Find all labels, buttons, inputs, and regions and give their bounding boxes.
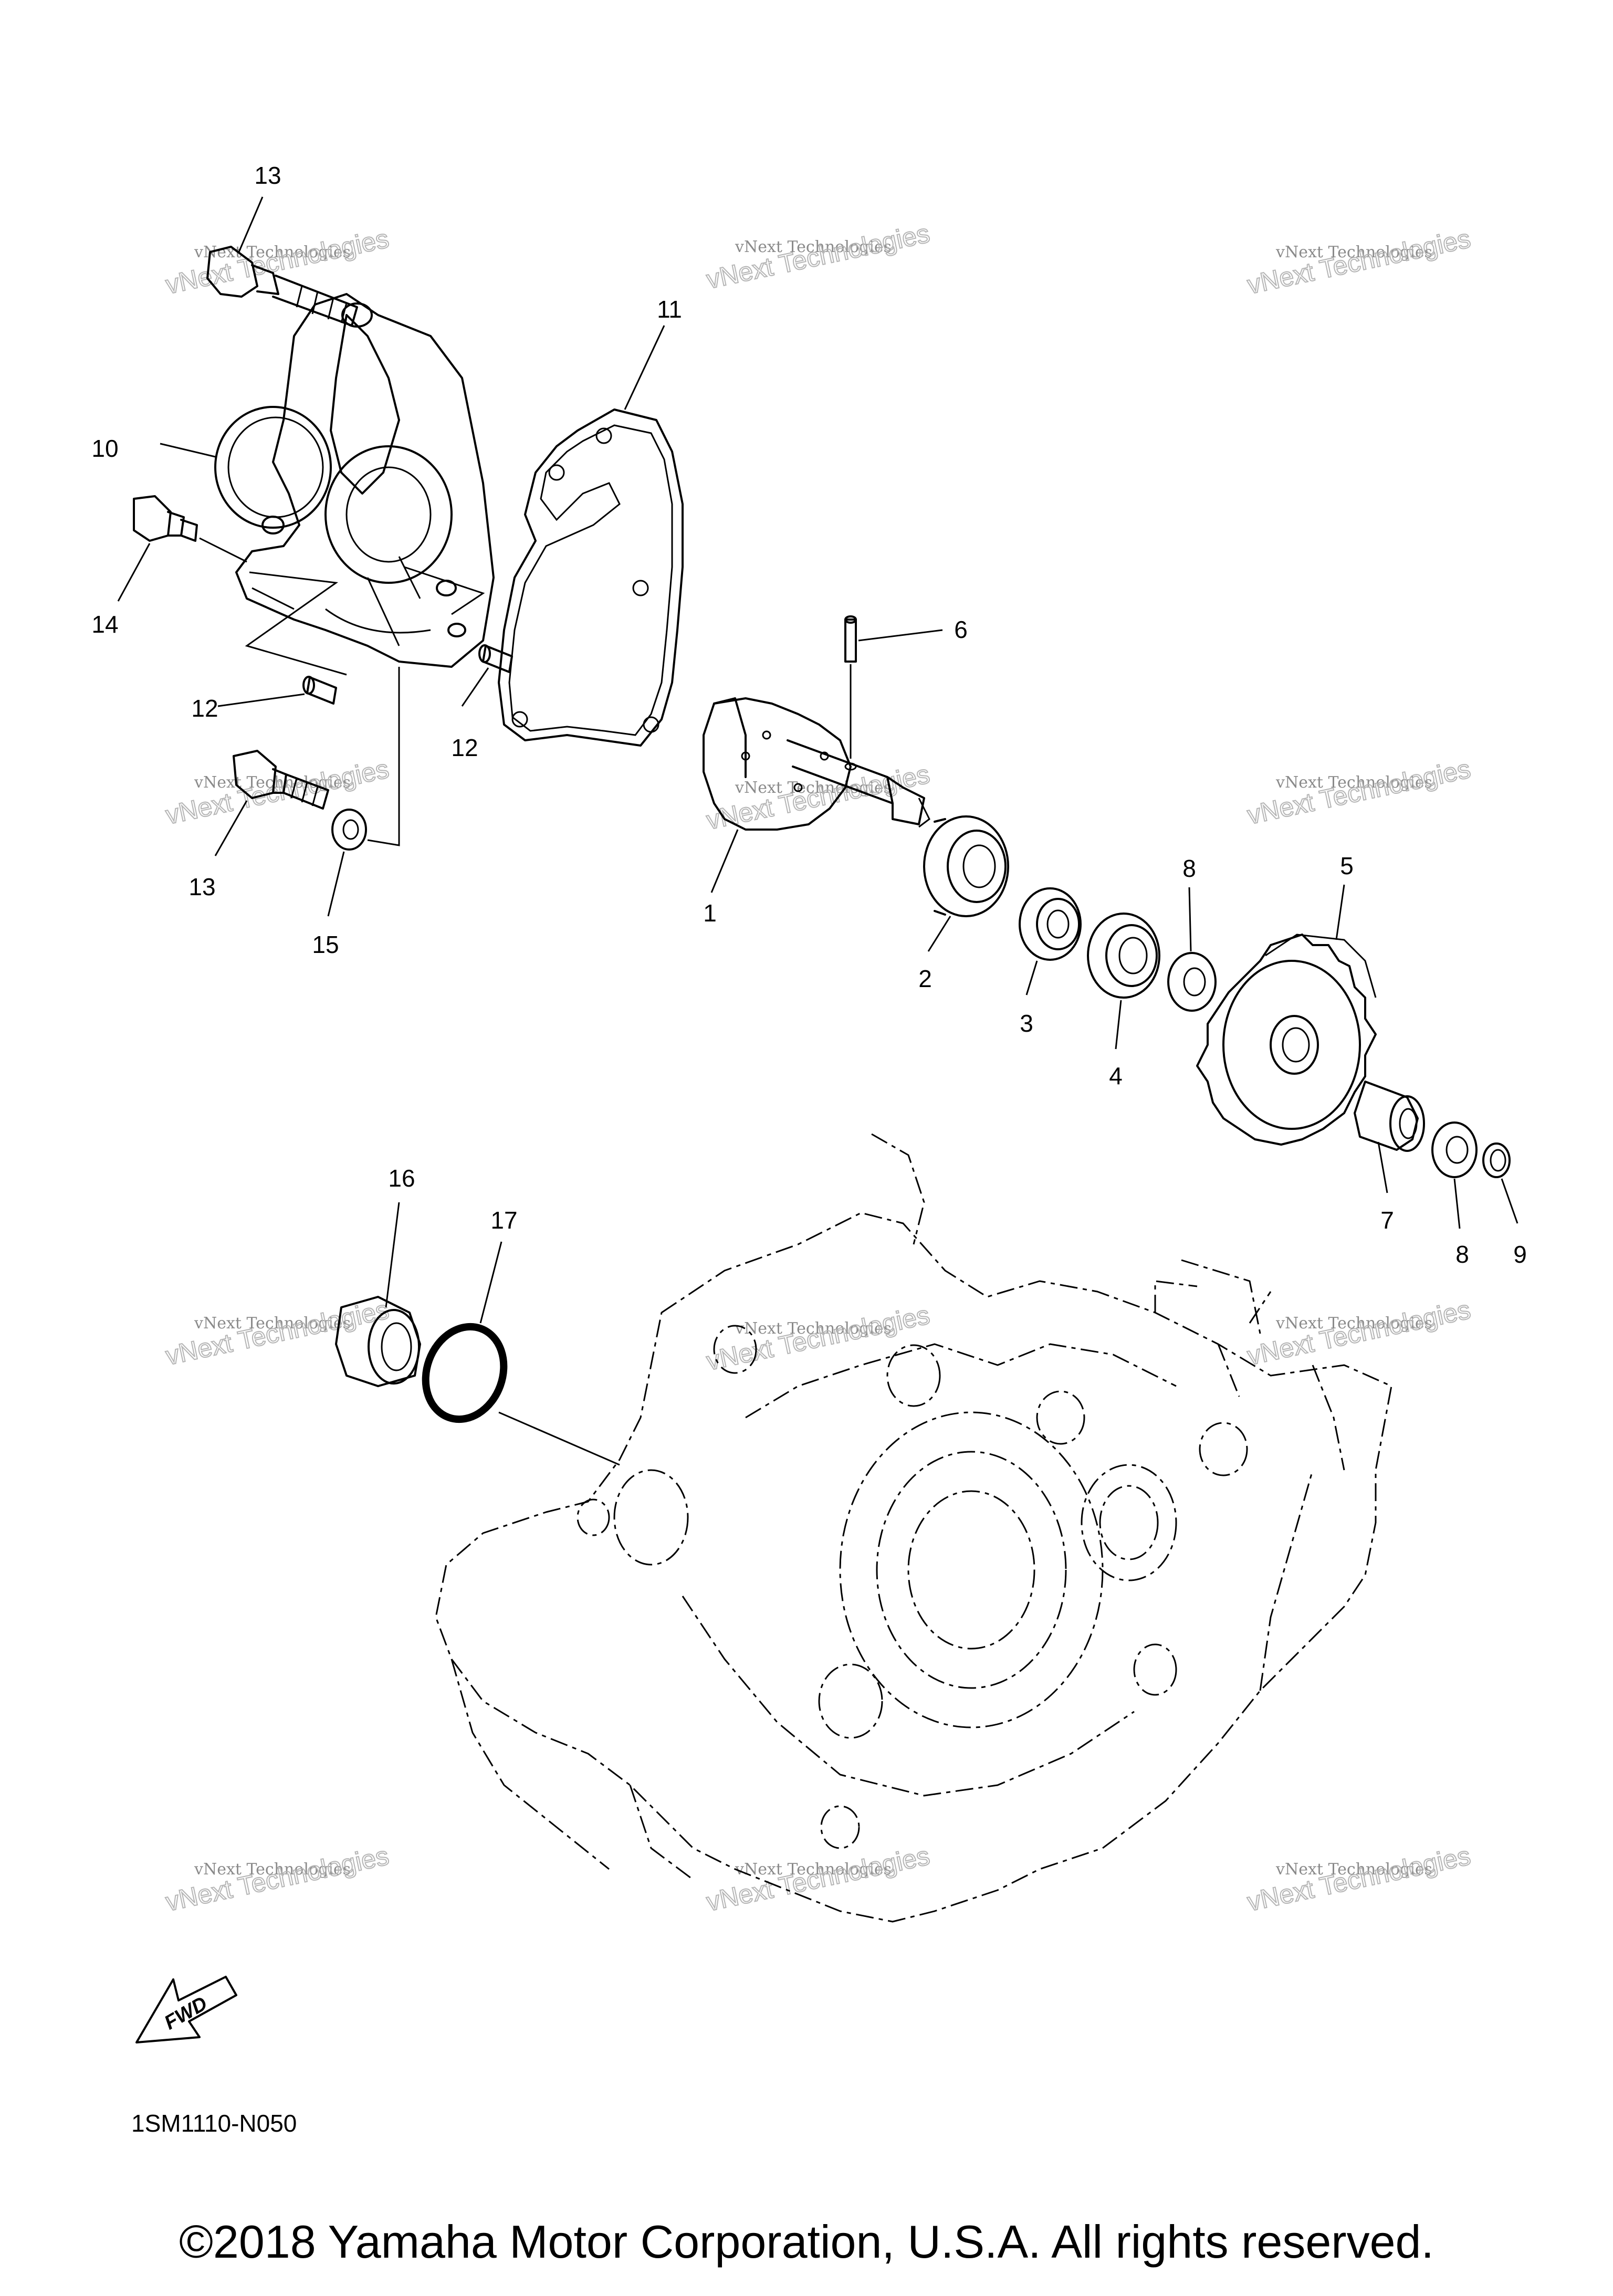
callout-16: 16 <box>388 1165 415 1192</box>
watermark: vNext Technologies vNext Technologies <box>1244 1294 1474 1371</box>
callout-8-upper: 8 <box>1182 855 1196 882</box>
callout-5: 5 <box>1340 852 1354 879</box>
callout-15: 15 <box>312 931 339 958</box>
bolt-13-lower <box>233 750 329 810</box>
dowel-pin-12-right <box>478 644 513 673</box>
callout-12-right: 12 <box>451 734 478 761</box>
svg-text:vNext Technologies: vNext Technologies <box>1245 754 1473 830</box>
svg-text:vNext Technologies: vNext Technologies <box>735 238 892 256</box>
svg-text:vNext Technologies: vNext Technologies <box>1275 773 1432 792</box>
diagram-code: 1SM1110-N050 <box>131 2110 297 2137</box>
leader-lines <box>117 196 1518 1324</box>
watermark: vNext Technologies vNext Technologies <box>1244 753 1474 831</box>
fwd-arrow-icon: FWD <box>135 1976 237 2043</box>
watermarks: vNext Technologies vNext Technologies vN… <box>163 218 1474 1917</box>
oil-seal-3 <box>1019 887 1082 961</box>
callout-1: 1 <box>703 899 717 927</box>
washer-8-lower <box>1431 1121 1478 1178</box>
svg-text:vNext Technologies: vNext Technologies <box>194 1314 351 1333</box>
svg-text:vNext Technologies: vNext Technologies <box>1245 1841 1473 1917</box>
svg-text:vNext Technologies: vNext Technologies <box>704 1300 933 1376</box>
callout-13-upper: 13 <box>254 162 281 189</box>
svg-text:vNext Technologies: vNext Technologies <box>1275 1314 1432 1333</box>
svg-text:vNext Technologies: vNext Technologies <box>735 1319 892 1338</box>
watermark: vNext Technologies vNext Technologies <box>163 1294 392 1371</box>
gear-5 <box>1196 934 1377 1146</box>
callout-17: 17 <box>490 1207 517 1234</box>
callout-2: 2 <box>918 965 932 992</box>
callout-7: 7 <box>1380 1207 1394 1234</box>
callout-13-lower: 13 <box>188 873 215 900</box>
callout-11: 11 <box>657 296 682 323</box>
svg-text:vNext Technologies: vNext Technologies <box>704 218 933 295</box>
watermark: vNext Technologies vNext Technologies <box>704 218 933 295</box>
impeller-1 <box>703 697 930 831</box>
bolt-14 <box>133 495 198 542</box>
pin-6 <box>844 615 857 771</box>
svg-text:vNext Technologies: vNext Technologies <box>163 1295 392 1371</box>
svg-text:vNext Technologies: vNext Technologies <box>704 1841 933 1917</box>
watermark: vNext Technologies vNext Technologies <box>1244 1840 1474 1917</box>
callout-14: 14 <box>91 611 118 638</box>
svg-text:vNext Technologies: vNext Technologies <box>735 1860 892 1879</box>
gasket-11 <box>498 408 684 747</box>
svg-text:vNext Technologies: vNext Technologies <box>1275 1860 1432 1879</box>
o-ring-10 <box>214 406 332 529</box>
callout-labels: 13 11 10 14 12 12 13 15 6 1 2 3 4 8 5 7 … <box>91 162 1526 1268</box>
svg-text:vNext Technologies: vNext Technologies <box>194 1860 351 1879</box>
callout-6: 6 <box>954 616 968 643</box>
watermark: vNext Technologies vNext Technologies <box>704 1840 933 1917</box>
callout-10: 10 <box>91 435 118 462</box>
washer-8-upper <box>1167 952 1217 1012</box>
assembly-lines-cover <box>199 537 485 846</box>
watermark: vNext Technologies vNext Technologies <box>1244 223 1474 300</box>
watermark: vNext Technologies vNext Technologies <box>704 1299 933 1377</box>
svg-text:vNext Technologies: vNext Technologies <box>1245 224 1473 300</box>
fwd-label: FWD <box>161 1993 211 2035</box>
svg-text:vNext Technologies: vNext Technologies <box>704 759 933 835</box>
collar-7 <box>1354 1081 1425 1152</box>
svg-text:vNext Technologies: vNext Technologies <box>1245 1295 1473 1371</box>
callout-12-left: 12 <box>191 695 218 722</box>
svg-text:vNext Technologies: vNext Technologies <box>194 243 351 261</box>
callout-3: 3 <box>1020 1010 1033 1037</box>
pump-cover-drawing <box>235 293 495 668</box>
watermark: vNext Technologies vNext Technologies <box>704 759 933 836</box>
collar-16 <box>335 1296 421 1387</box>
svg-text:vNext Technologies: vNext Technologies <box>163 1841 392 1917</box>
bearing-4 <box>1087 913 1160 999</box>
o-ring-17 <box>422 1323 620 1466</box>
callout-8-lower: 8 <box>1455 1241 1469 1268</box>
bolt-13-upper <box>206 246 358 327</box>
watermark: vNext Technologies vNext Technologies <box>163 1840 392 1917</box>
copyright-notice: ©2018 Yamaha Motor Corporation, U.S.A. A… <box>179 2216 1434 2268</box>
dowel-pin-12-left <box>302 676 337 705</box>
crankcase-outline <box>435 1133 1392 1923</box>
bearing-2 <box>923 815 1009 917</box>
circlip-9 <box>1482 1142 1511 1178</box>
callout-9: 9 <box>1513 1241 1527 1268</box>
svg-text:vNext Technologies: vNext Technologies <box>1275 243 1432 261</box>
washer-15 <box>331 809 367 851</box>
callout-4: 4 <box>1109 1062 1123 1089</box>
